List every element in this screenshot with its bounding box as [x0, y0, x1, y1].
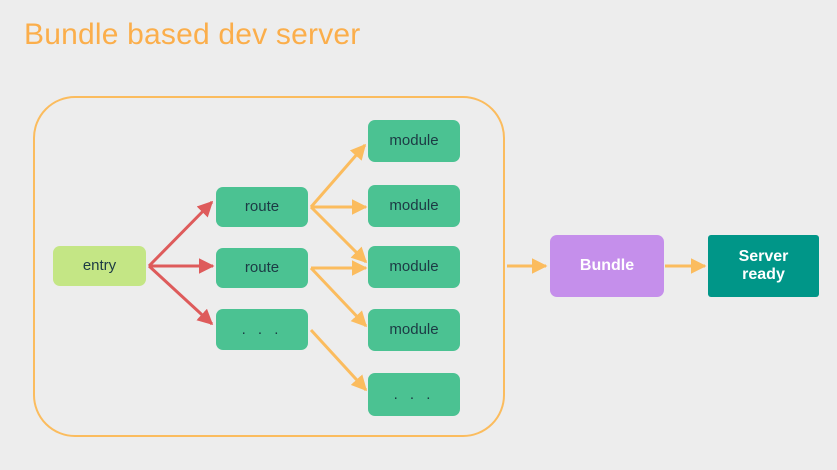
node-route-1-label: route [244, 198, 280, 216]
node-module-4-label: module [389, 321, 439, 339]
node-module-3[interactable]: module [368, 246, 460, 288]
node-route-more[interactable]: . . . [216, 309, 308, 350]
node-route-1[interactable]: route [216, 187, 308, 227]
page-title: Bundle based dev server [24, 18, 361, 51]
node-module-3-label: module [389, 258, 439, 276]
node-route-2-label: route [244, 259, 280, 277]
node-bundle[interactable]: Bundle [550, 235, 664, 297]
node-module-2-label: module [389, 197, 439, 215]
node-entry[interactable]: entry [53, 246, 146, 286]
node-module-more[interactable]: . . . [368, 373, 460, 416]
node-module-4[interactable]: module [368, 309, 460, 351]
node-module-1-label: module [389, 132, 439, 150]
module-graph-group [33, 96, 505, 437]
node-server-ready-label: Server ready [738, 247, 789, 283]
node-module-2[interactable]: module [368, 185, 460, 227]
node-module-1[interactable]: module [368, 120, 460, 162]
node-server-ready[interactable]: Server ready [708, 235, 819, 297]
node-entry-label: entry [82, 257, 117, 275]
node-module-more-label: . . . [393, 385, 435, 403]
node-bundle-label: Bundle [579, 256, 635, 274]
node-route-2[interactable]: route [216, 248, 308, 288]
node-route-more-label: . . . [241, 320, 283, 338]
